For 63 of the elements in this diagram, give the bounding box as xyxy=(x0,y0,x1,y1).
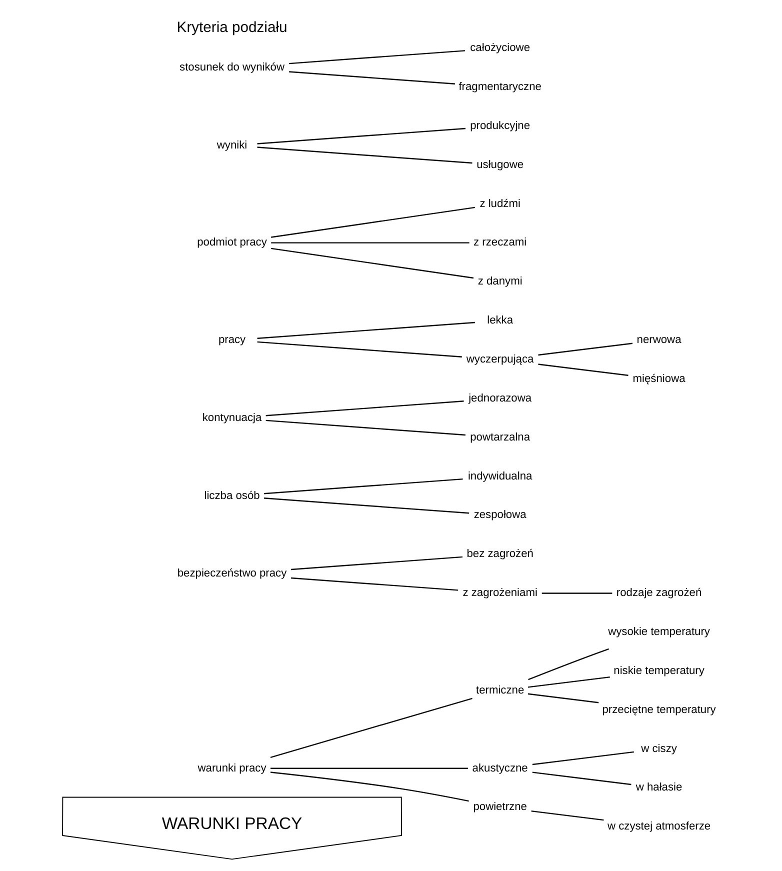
connector xyxy=(264,498,470,514)
node-text: warunki pracy xyxy=(198,762,266,774)
node-text: z zagrożeniami xyxy=(462,587,538,600)
node-text: zespołowa xyxy=(474,509,526,522)
node-text: w hałasie xyxy=(636,782,682,794)
connector xyxy=(257,322,475,339)
node-text: podmiot pracy xyxy=(197,236,267,249)
node-text: wysokie temperatury xyxy=(608,626,710,638)
connector xyxy=(270,772,469,802)
node-text: bezpieczeństwo pracy xyxy=(177,568,287,580)
node-text: rodzaje zagrożeń xyxy=(616,587,702,600)
connector xyxy=(257,128,466,144)
connector xyxy=(542,592,612,594)
node-text: wyniki xyxy=(216,139,248,152)
node-text: z rzeczami xyxy=(474,236,527,249)
node-text: mięśniowa xyxy=(632,372,686,385)
connector xyxy=(266,400,464,416)
node-text: z ludźmi xyxy=(480,198,520,210)
connector xyxy=(289,50,466,64)
connector xyxy=(271,248,474,279)
node-text: kontynuacja xyxy=(202,412,262,424)
node-text: lekka xyxy=(487,314,514,327)
node-text: w czystej atmosferze xyxy=(607,820,711,833)
node-text: niskie temperatury xyxy=(614,664,704,677)
connector xyxy=(270,698,472,758)
node-text: jednorazowa xyxy=(468,392,532,404)
connector xyxy=(291,556,463,570)
connector xyxy=(532,772,632,786)
connector xyxy=(271,206,476,238)
node-text: przeciętne temperatury xyxy=(602,704,716,716)
connector xyxy=(289,71,456,84)
connector xyxy=(528,676,610,688)
node-text: nerwowa xyxy=(636,334,682,346)
label: Kryteria podziału xyxy=(176,20,288,36)
connector xyxy=(264,478,463,494)
connector xyxy=(266,420,466,436)
node-text: wyczerpująca xyxy=(466,354,534,366)
node-text: powtarzalna xyxy=(470,431,530,444)
connector xyxy=(532,751,634,766)
node-text: fragmentaryczne xyxy=(458,80,542,93)
connector xyxy=(291,577,458,591)
connector xyxy=(538,342,632,356)
node-text: całożyciowe xyxy=(470,42,530,54)
node-text: akustyczne xyxy=(472,762,528,774)
connector xyxy=(528,693,599,704)
node-text: termiczne xyxy=(476,684,524,696)
connector xyxy=(270,768,468,769)
connector xyxy=(538,364,628,376)
node-text: indywidualna xyxy=(468,470,532,482)
node-text: w ciszy xyxy=(641,742,677,755)
node-text: usługowe xyxy=(476,158,524,171)
connector xyxy=(528,648,610,680)
connector xyxy=(257,146,472,164)
connector xyxy=(531,810,604,821)
connector xyxy=(271,242,470,244)
connector xyxy=(257,341,462,358)
node-text: stosunek do wyników xyxy=(180,62,285,74)
node-text: produkcyjne xyxy=(470,120,530,132)
node-text: z danymi xyxy=(478,276,522,288)
node-text: liczba osób xyxy=(204,490,260,502)
node-text: powietrzne xyxy=(473,801,527,814)
node-text: pracy xyxy=(218,334,246,346)
node-text: bez zagrożeń xyxy=(466,548,534,560)
